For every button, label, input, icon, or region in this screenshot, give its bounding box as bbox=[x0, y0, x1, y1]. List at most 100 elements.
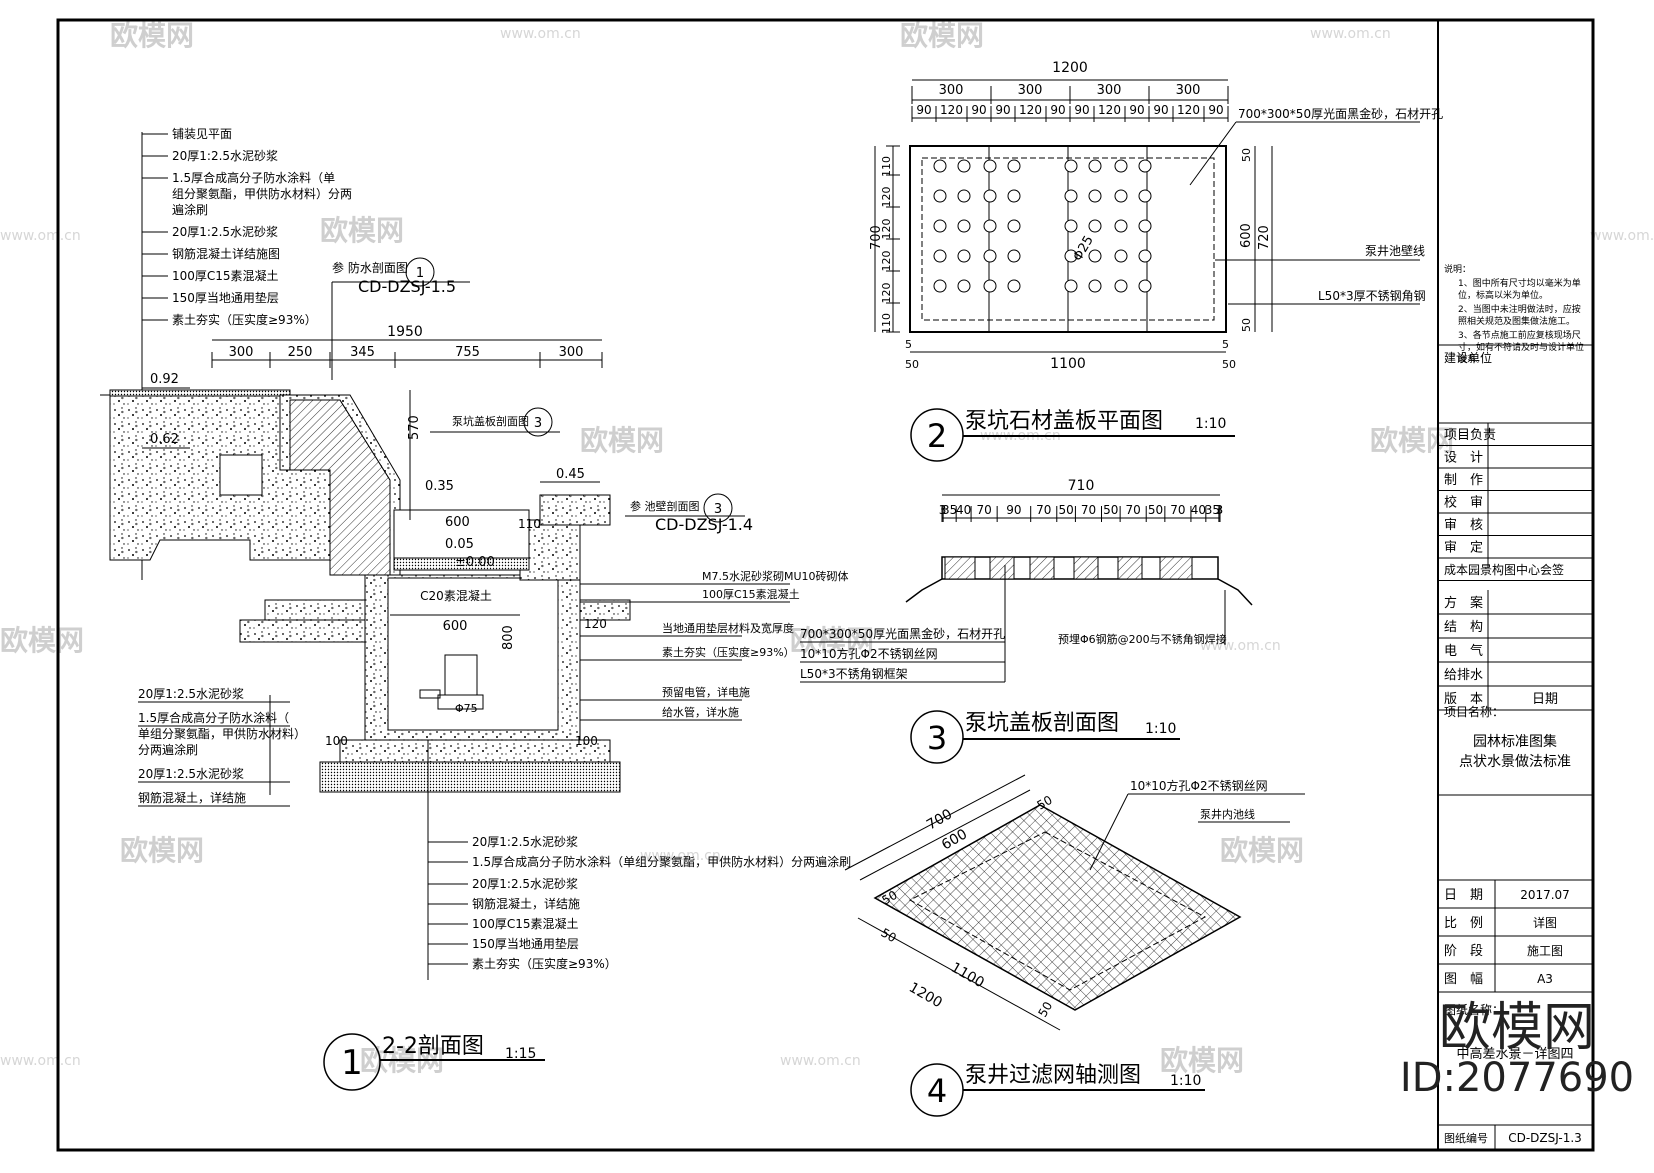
watermark-url: www.om.cn bbox=[640, 848, 721, 864]
filter-mesh bbox=[873, 804, 1242, 1011]
watermark-brand: 欧模网 bbox=[900, 19, 984, 52]
layer-top-4: 钢筋混凝土详结施图 bbox=[172, 246, 280, 261]
plan-dim-fine-8: 90 bbox=[1129, 103, 1144, 117]
section3-index: 3 bbox=[927, 719, 947, 757]
plan-hole bbox=[957, 159, 971, 173]
plan-hole bbox=[933, 189, 947, 203]
ref-cover-text: 泵坑盖板剖面图 bbox=[452, 414, 529, 428]
layer-top-1: 20厚1:2.5水泥砂浆 bbox=[172, 148, 278, 163]
plan-dim-300-1: 300 bbox=[1018, 83, 1043, 98]
plan-dim-50-right: 50 bbox=[1222, 358, 1236, 371]
plan-hole bbox=[957, 219, 971, 233]
plan-hole bbox=[1138, 189, 1152, 203]
plan-dim-5-left: 5 bbox=[905, 338, 912, 351]
plan-hole bbox=[1114, 189, 1128, 203]
elev-000: ±0.00 bbox=[455, 555, 495, 570]
plan-dim-700: 700 bbox=[869, 225, 884, 250]
plan-hole bbox=[1007, 249, 1021, 263]
note-3: 寸，如有不符请及时与设计单位 bbox=[1458, 341, 1584, 353]
layer-bottom-0: 20厚1:2.5水泥砂浆 bbox=[472, 834, 578, 849]
plan-hole bbox=[1138, 219, 1152, 233]
profile-dim-13: 35 bbox=[1205, 503, 1220, 517]
tb-company: 成本园景构图中心会签 bbox=[1444, 562, 1564, 577]
watermark-url: www.om.cn bbox=[1590, 228, 1654, 244]
dim-110-right: 110 bbox=[518, 517, 541, 531]
dim-600-cover: 600 bbox=[445, 515, 470, 530]
elev-092: 0.92 bbox=[150, 372, 179, 387]
layer-top-5: 100厚C15素混凝土 bbox=[172, 268, 279, 283]
plan-hole bbox=[983, 159, 997, 173]
plan-hole bbox=[1114, 159, 1128, 173]
plan-dim-left-5: 110 bbox=[880, 313, 893, 334]
plan-dim-fine-11: 90 bbox=[1208, 103, 1223, 117]
tb-meta-label-0: 日 期 bbox=[1444, 888, 1483, 903]
dim-top-3: 755 bbox=[455, 345, 480, 360]
dim-100-b: 100 bbox=[575, 734, 598, 748]
mesh-dim-1100: 1100 bbox=[948, 960, 987, 992]
tb-role-4: 审 核 bbox=[1444, 518, 1483, 533]
tb-role-1: 设 计 bbox=[1444, 451, 1483, 466]
section3-scale: 1:10 bbox=[1145, 721, 1176, 737]
plan-dim-fine-7: 120 bbox=[1098, 103, 1121, 117]
pit-c20: C20素混凝土 bbox=[420, 588, 492, 603]
layer-left-0: 20厚1:2.5水泥砂浆 bbox=[138, 686, 244, 701]
plan-dim-5-right: 5 bbox=[1222, 338, 1229, 351]
stone-segment bbox=[1073, 556, 1099, 580]
ref-pool-num: 3 bbox=[714, 502, 722, 517]
watermark-brand: 欧模网 bbox=[320, 214, 404, 247]
note-1: 位，标高以米为单位。 bbox=[1458, 289, 1548, 301]
mesh-note-mesh: 10*10方孔Φ2不锈钢丝网 bbox=[1130, 778, 1268, 793]
watermark-stamp-brand: 欧模网 bbox=[1438, 998, 1595, 1058]
layer-top-2: 遍涂刷 bbox=[172, 202, 208, 217]
profile-dim-3: 70 bbox=[976, 503, 991, 517]
stone-segment bbox=[1029, 556, 1055, 580]
watermark-url: www.om.cn bbox=[1200, 638, 1281, 654]
plan-dim-fine-2: 90 bbox=[971, 103, 986, 117]
layer-right-4: 预留电管，详电施 bbox=[662, 685, 750, 699]
elev-035: 0.35 bbox=[425, 479, 454, 494]
plan-hole bbox=[957, 279, 971, 293]
tb-meta-value-1: 详图 bbox=[1533, 915, 1557, 930]
tb-disciplines: 方 案结 构电 气给排水版 本日期 bbox=[1438, 590, 1593, 711]
plan-dim-fine-5: 90 bbox=[1050, 103, 1065, 117]
plan-dim-left-4: 120 bbox=[880, 283, 893, 304]
profile-dim-2: 40 bbox=[956, 503, 971, 517]
watermark-brand: 欧模网 bbox=[580, 424, 664, 457]
plan-note-wall: 泵井池壁线 bbox=[1365, 243, 1425, 258]
plan-dim-fine-0: 90 bbox=[916, 103, 931, 117]
section4-index: 4 bbox=[927, 1072, 947, 1110]
plan-note-angle: L50*3厚不锈钢角钢 bbox=[1318, 289, 1426, 303]
profile-dim-710: 710 bbox=[1068, 478, 1095, 494]
plan-dim-left-2: 120 bbox=[880, 219, 893, 240]
tb-role-2: 制 作 bbox=[1444, 473, 1483, 488]
title-block: 说明：1、图中所有尺寸均以毫米为单位，标高以米为单位。2、当图中未注明做法时，应… bbox=[1438, 263, 1593, 1150]
plan-hole bbox=[1007, 159, 1021, 173]
mesh-note-line: 泵井内池线 bbox=[1200, 807, 1255, 821]
profile-dim-14: 3 bbox=[1216, 503, 1224, 517]
tb-meta-value-0: 2017.07 bbox=[1520, 888, 1570, 902]
profile-dim-11: 70 bbox=[1170, 503, 1185, 517]
tb-drawing-name-label: 图纸名称： bbox=[1444, 1002, 1504, 1017]
watermark-url: www.om.cn bbox=[0, 1053, 81, 1069]
layer-bottom-2: 20厚1:2.5水泥砂浆 bbox=[472, 876, 578, 891]
ref-pool-code: CD-DZSJ-1.4 bbox=[655, 515, 753, 534]
section1-title: 2-2剖面图 bbox=[382, 1034, 484, 1059]
tb-project-label: 项目名称： bbox=[1444, 704, 1504, 719]
layer-top-7: 素土夯实（压实度≥93%） bbox=[172, 312, 317, 327]
ref-cover-num: 3 bbox=[534, 416, 542, 431]
tb-version-label: 版 本 bbox=[1444, 692, 1483, 707]
layer-top-3: 20厚1:2.5水泥砂浆 bbox=[172, 224, 278, 239]
elev-005: 0.05 bbox=[445, 537, 474, 552]
stone-segment bbox=[1159, 556, 1193, 580]
profile-dim-12: 40 bbox=[1191, 503, 1206, 517]
plan-dim-1100: 1100 bbox=[1050, 356, 1086, 372]
profile-segments bbox=[944, 556, 1193, 580]
tb-client-label: 建设单位 bbox=[1444, 350, 1492, 365]
watermark-brand: 欧模网 bbox=[1220, 834, 1304, 867]
plan-holes bbox=[933, 159, 1152, 293]
